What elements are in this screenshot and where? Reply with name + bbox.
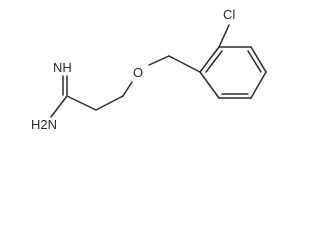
ring-double-2: [247, 50, 262, 73]
ring-bond-4: [250, 71, 267, 99]
bond-c-ch2-1: [66, 95, 97, 111]
atom-label-o: O: [132, 65, 145, 80]
ring-bond-3: [250, 46, 267, 73]
ring-bond-6: [199, 71, 220, 99]
structure-canvas: NH H2N O Cl: [0, 0, 268, 139]
bond-ch2-o: [122, 81, 133, 97]
bond-ch2-ring: [168, 55, 201, 73]
bond-c-nh2: [50, 95, 68, 118]
molecule-bonds: [50, 24, 267, 118]
bond-ring-cl: [218, 24, 230, 48]
ring-double-1: [205, 50, 223, 73]
atom-label-cl: Cl: [222, 7, 237, 22]
bond-o-ch2: [148, 55, 170, 66]
bond-ch2-ch2: [95, 95, 124, 111]
ring-bond-1: [199, 46, 220, 73]
atom-label-nh: NH: [52, 60, 73, 75]
atom-label-h2n: H2N: [30, 117, 59, 132]
